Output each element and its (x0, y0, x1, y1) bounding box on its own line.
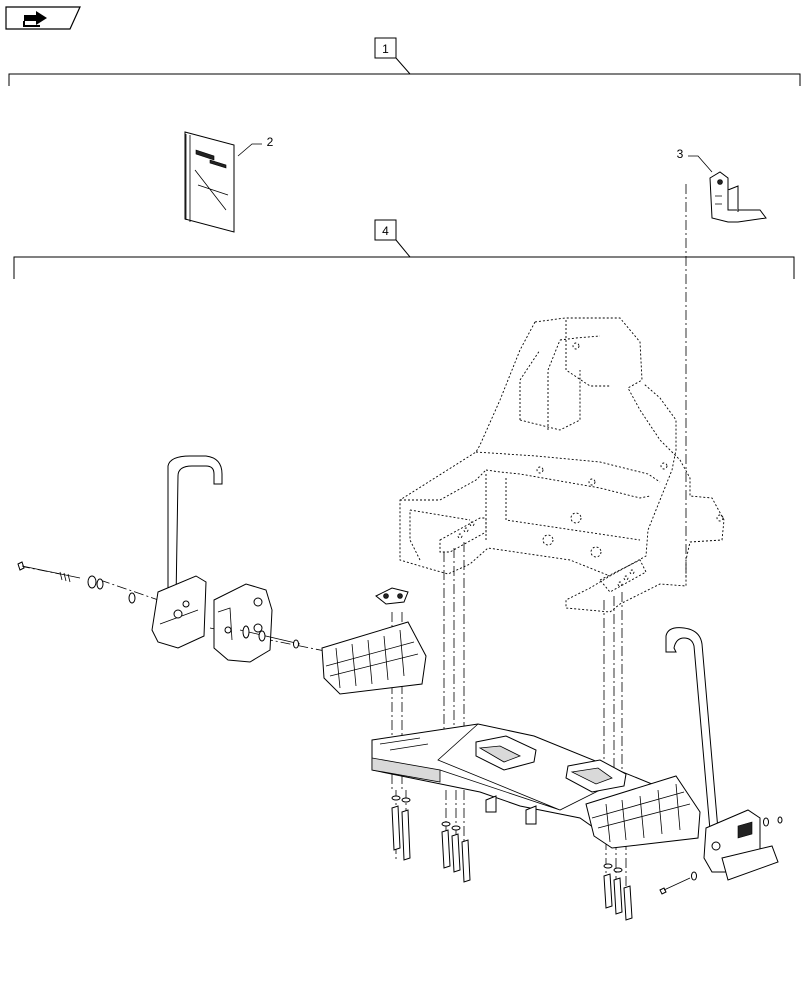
callout-4[interactable]: 4 (13, 219, 795, 279)
left-step-plate (213, 583, 273, 663)
callout-2[interactable]: 2 (237, 135, 274, 157)
left-handrail (151, 455, 223, 649)
callout-2-label: 2 (267, 135, 274, 149)
page-flip-arrow-icon (23, 11, 47, 27)
clamp-plate (375, 587, 409, 605)
callout-3[interactable]: 3 (677, 147, 713, 173)
left-long-bolt (17, 561, 136, 604)
step-bracket (709, 171, 767, 223)
machine-frame-phantom (399, 317, 725, 613)
right-step-grate (585, 775, 701, 849)
callout-1[interactable]: 1 (8, 37, 801, 86)
left-step-grate (321, 621, 427, 695)
nav-button[interactable] (5, 6, 81, 30)
fastener-bolts (391, 795, 783, 921)
operator-manual (184, 131, 235, 233)
right-handrail (665, 627, 779, 881)
callout-3-label: 3 (677, 147, 684, 161)
callout-1-label: 1 (382, 42, 389, 56)
callout-4-label: 4 (382, 224, 389, 238)
mid-pins (239, 625, 301, 649)
